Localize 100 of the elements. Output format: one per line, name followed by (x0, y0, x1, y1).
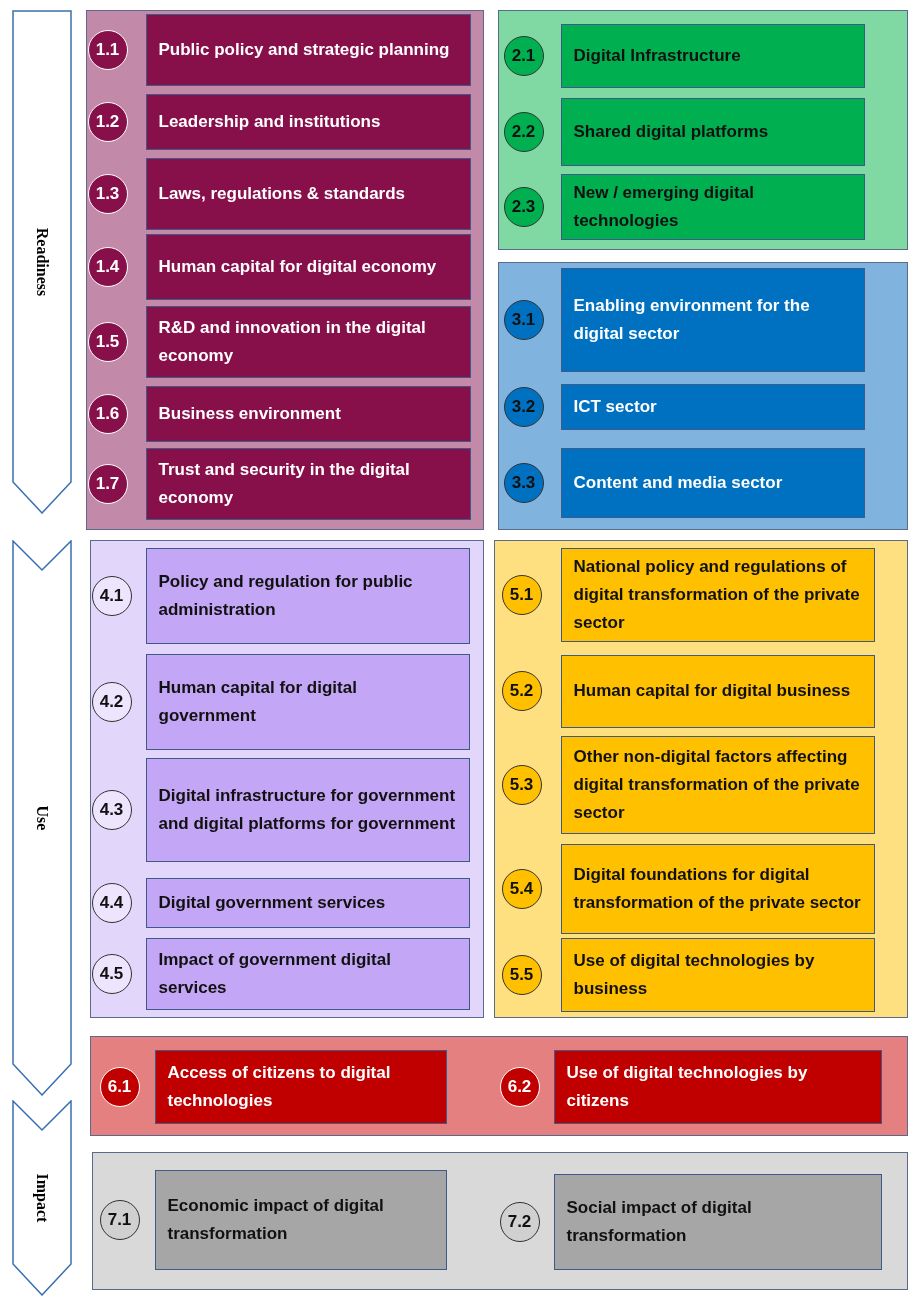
indicator-label: Digital government services (158, 891, 386, 914)
indicator-box (560, 937, 875, 1012)
indicator-label: Human capital for digital economy (158, 255, 437, 278)
indicator-box (560, 654, 875, 728)
number-label: 1.6 (95, 403, 120, 424)
number-label: 4.4 (99, 892, 124, 913)
number-circle (91, 575, 132, 616)
indicator-label: Economic impact of digital transformation (167, 1194, 385, 1245)
number-circle (501, 671, 542, 711)
stage-banner (12, 10, 72, 514)
indicator-box (560, 23, 865, 88)
stage-label: Use (33, 805, 51, 831)
number-label: 5.1 (509, 584, 534, 605)
stage-label: Readiness (33, 227, 51, 297)
number-label: 7.2 (507, 1211, 532, 1232)
indicator-box (145, 757, 470, 862)
indicator-label: Leadership and institutions (158, 110, 381, 133)
number-circle (87, 321, 128, 362)
indicator-label: National policy and regulations of digital transformation of the private sector (573, 555, 861, 634)
indicator-label: Digital infrastructure for government and digital platforms for government (158, 784, 457, 835)
indicator-label: Policy and regulation for public administration (158, 570, 414, 621)
indicator-label: Digital Infrastructure (573, 44, 741, 67)
number-label: 4.2 (99, 691, 124, 712)
indicator-label: ICT sector (573, 395, 657, 418)
number-circle (91, 681, 132, 722)
number-label: 2.2 (511, 121, 536, 142)
stage-banner (12, 540, 72, 1096)
indicator-box (560, 843, 875, 934)
indicator-box (145, 937, 470, 1010)
indicator-box (553, 1173, 882, 1270)
number-circle (91, 882, 132, 923)
indicator-box (560, 97, 865, 166)
indicator-box (145, 653, 470, 750)
number-circle (91, 789, 132, 830)
indicator-label: Use of digital technologies by business (573, 949, 816, 1000)
number-label: 3.2 (511, 396, 536, 417)
number-circle (87, 173, 128, 214)
number-label: 5.2 (509, 681, 534, 701)
indicator-box (145, 13, 471, 86)
indicator-box (145, 547, 470, 644)
number-circle (87, 246, 128, 287)
indicator-box (560, 267, 865, 372)
indicator-box (154, 1169, 447, 1270)
number-label: 1.1 (95, 39, 120, 60)
number-label: 1.5 (95, 331, 120, 352)
indicator-label: Laws, regulations & standards (158, 182, 406, 205)
group-panel (498, 10, 908, 250)
indicator-box (154, 1049, 447, 1124)
indicator-label: Digital foundations for digital transformation of the private sector (573, 863, 862, 914)
number-label: 5.5 (509, 964, 534, 985)
number-label: 5.3 (509, 774, 534, 795)
indicator-label: Business environment (158, 402, 341, 425)
indicator-box (145, 877, 470, 928)
indicator-box (560, 547, 875, 642)
indicator-box (560, 173, 865, 240)
indicator-label: Content and media sector (573, 471, 783, 494)
indicator-box (560, 383, 865, 430)
indicator-box (560, 447, 865, 518)
number-circle (87, 29, 128, 70)
number-label: 1.7 (95, 473, 120, 494)
number-label: 1.4 (95, 256, 120, 277)
indicator-label: Other non-digital factors affecting digital transformation of the private sector (573, 745, 861, 824)
number-label: 4.5 (99, 963, 124, 984)
number-circle (87, 393, 128, 434)
indicator-label: Shared digital platforms (573, 120, 769, 143)
number-label: 1.3 (95, 183, 120, 204)
indicator-label: Trust and security in the digital economy (158, 458, 411, 509)
group-panel (494, 540, 908, 1018)
number-label: 4.1 (99, 585, 124, 606)
indicator-label: Social impact of digital transformation (566, 1196, 753, 1247)
indicator-box (145, 93, 471, 150)
indicator-label: Access of citizens to digital technologies (167, 1061, 392, 1112)
number-label: 2.3 (511, 196, 536, 217)
number-circle (87, 463, 128, 504)
stage-banner (12, 1100, 72, 1296)
indicator-box (145, 233, 471, 300)
group-panel (86, 10, 484, 530)
number-label: 7.1 (107, 1209, 132, 1230)
number-label: 6.1 (107, 1076, 132, 1097)
indicator-label: Public policy and strategic planning (158, 38, 450, 61)
indicator-label: Impact of government digital services (158, 948, 392, 999)
group-panel (498, 262, 908, 530)
group-panel (92, 1152, 908, 1290)
number-label: 3.1 (511, 309, 536, 330)
indicator-label: New / emerging digital technologies (573, 181, 755, 232)
number-label: 6.2 (507, 1076, 532, 1097)
number-label: 4.3 (99, 799, 124, 820)
indicator-label: R&D and innovation in the digital economy (158, 316, 427, 367)
number-circle (87, 101, 128, 142)
indicator-box (145, 305, 471, 378)
number-label: 5.4 (509, 878, 534, 899)
indicator-label: Enabling environment for the digital sector (573, 294, 811, 345)
indicator-box (145, 385, 471, 442)
indicator-label: Use of digital technologies by citizens (566, 1061, 809, 1112)
indicator-box (145, 447, 471, 520)
number-label: 2.1 (511, 45, 536, 66)
stage-label: Impact (33, 1173, 51, 1223)
number-label: 1.2 (95, 111, 120, 132)
indicator-label: Human capital for digital government (158, 676, 358, 727)
indicator-box (553, 1049, 882, 1124)
